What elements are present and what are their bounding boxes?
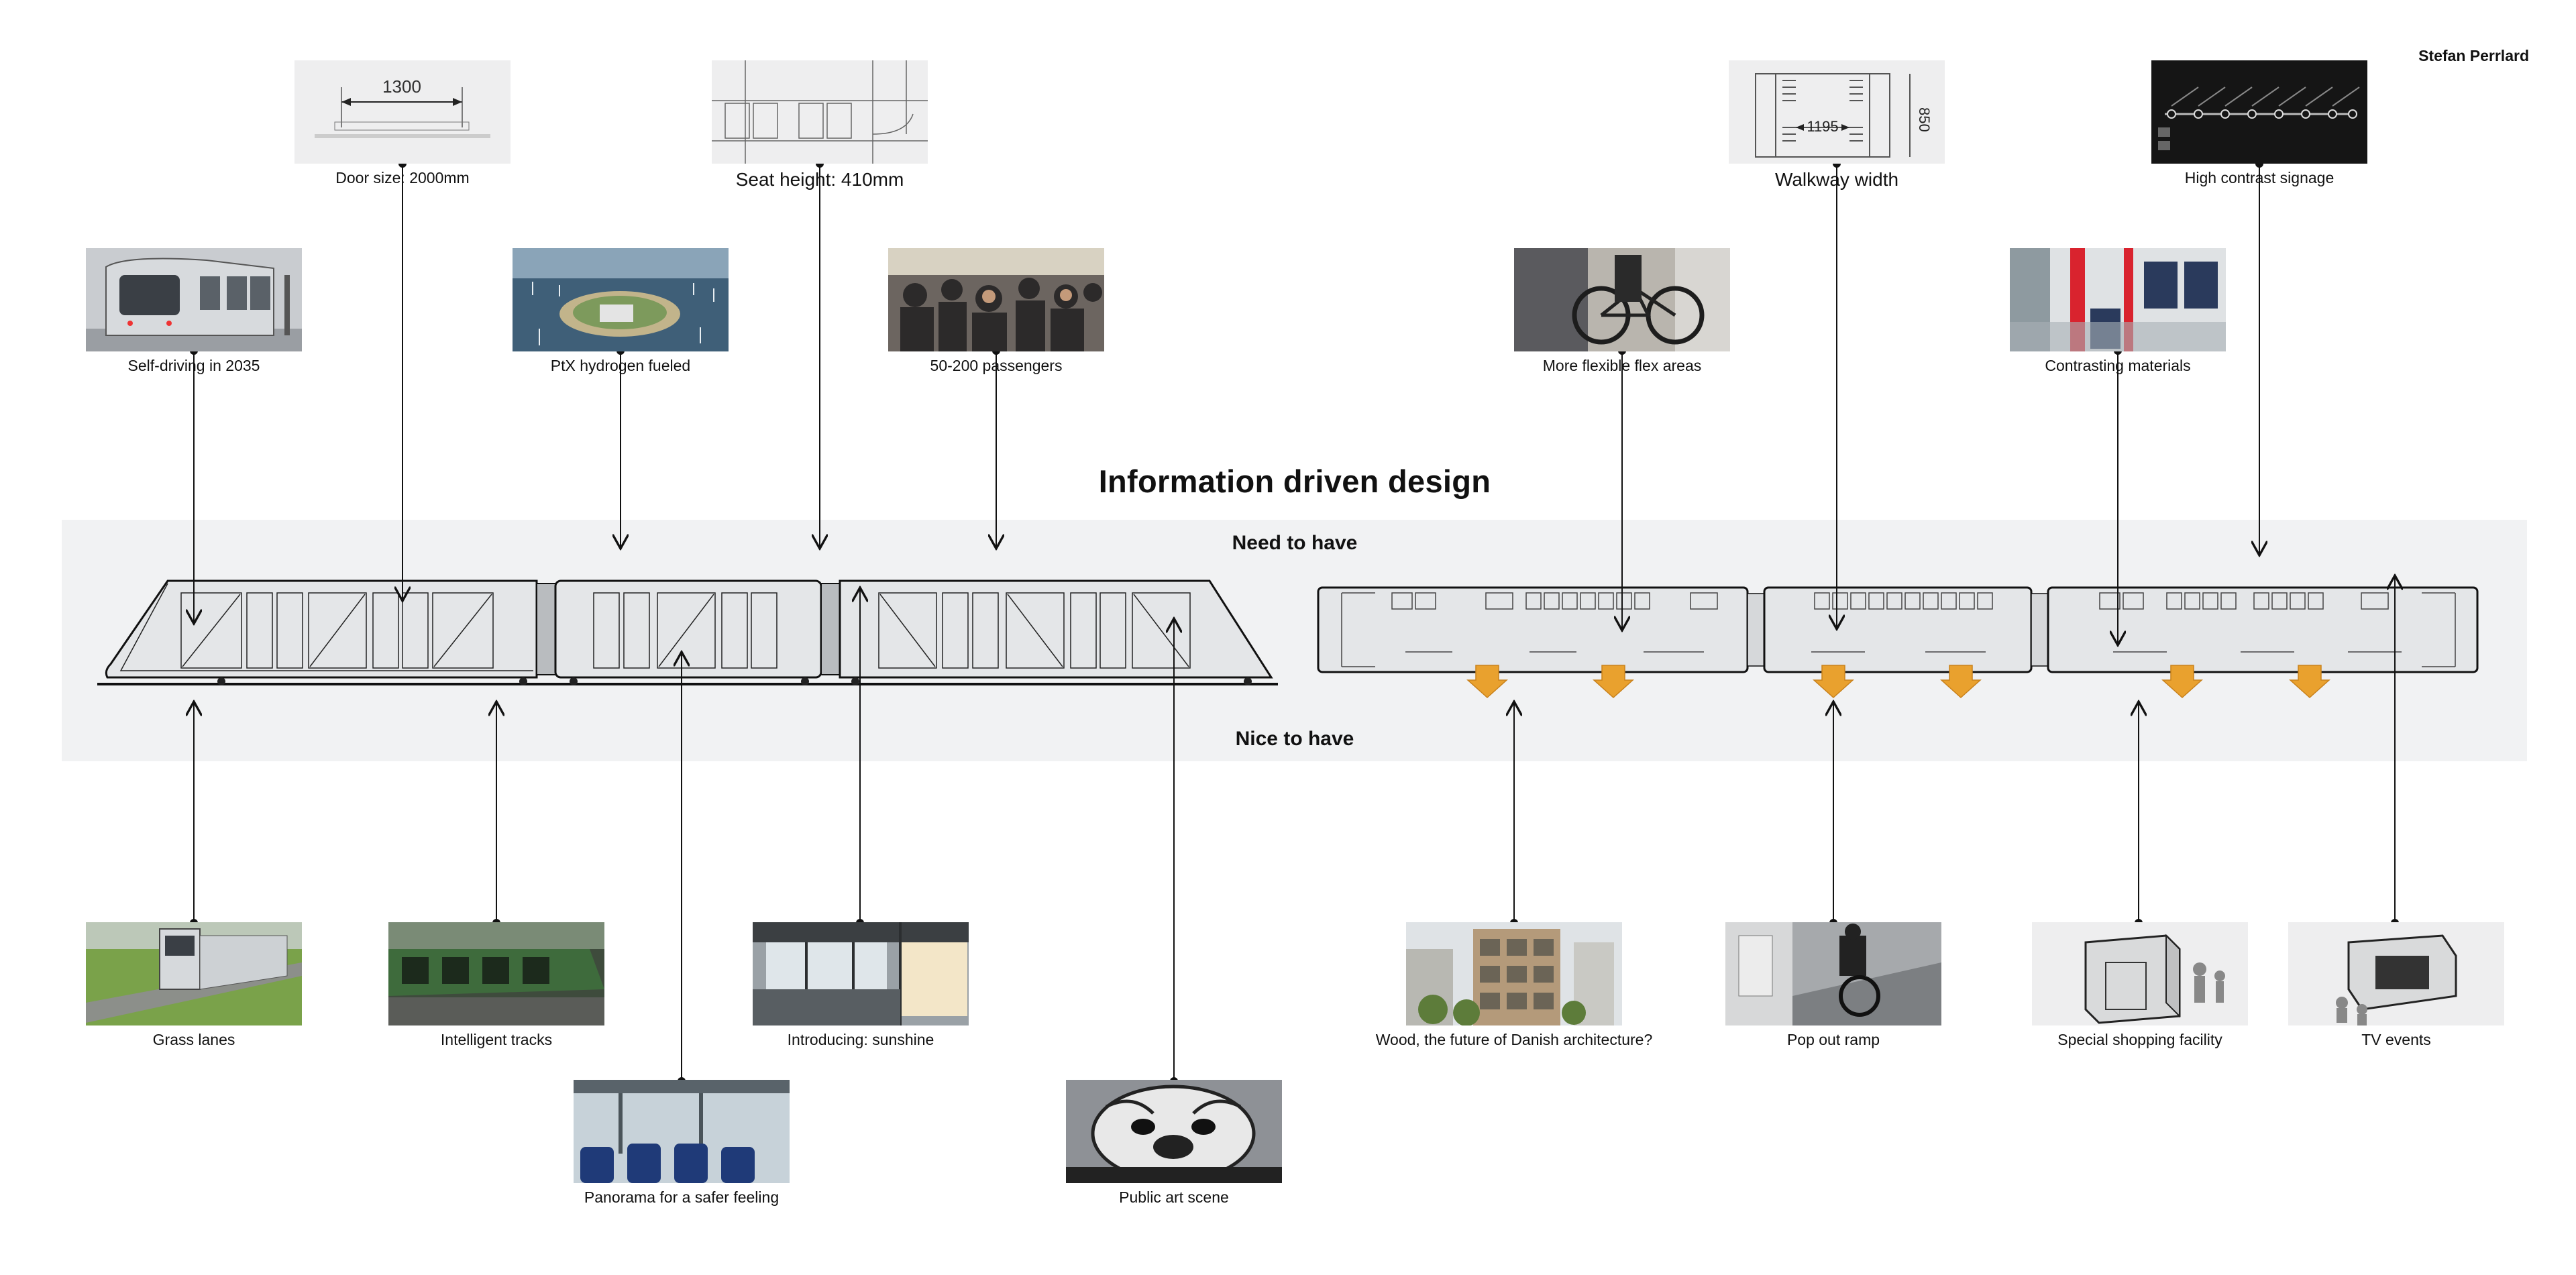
tv-module-drawing-icon: [2288, 922, 2504, 1025]
bicycle-photo-icon: [1514, 248, 1730, 351]
walkway-dimension-label: 1195: [1807, 118, 1838, 135]
signage-photo-icon: [2151, 60, 2367, 164]
card-label: Wood, the future of Danish architecture?: [1375, 1031, 1653, 1048]
card-contrasting-materials: Contrasting materials: [2010, 248, 2226, 375]
card-public-art: Public art scene: [1066, 1080, 1282, 1207]
train-photo-icon: [86, 248, 302, 351]
need-to-have-label: Need to have: [1232, 532, 1358, 554]
grass-tram-photo-icon: [86, 922, 302, 1025]
tram-plan-view: [1317, 586, 2479, 673]
page-title: Information driven design: [1098, 463, 1491, 499]
card-label: High contrast signage: [2184, 169, 2334, 186]
card-label: Pop out ramp: [1786, 1031, 1880, 1048]
card-tv-events: TV events: [2288, 922, 2504, 1049]
card-flex-areas: More flexible flex areas: [1514, 248, 1730, 375]
energy-island-photo-icon: [513, 248, 729, 351]
card-label: PtX hydrogen fueled: [550, 357, 691, 374]
card-label: Door size: 2000mm: [335, 169, 470, 186]
door-drawing-icon: 1300: [294, 60, 511, 164]
panorama-photo-icon: [574, 1080, 790, 1183]
card-intelligent-tracks: Intelligent tracks: [388, 922, 604, 1049]
card-label: Intelligent tracks: [440, 1031, 553, 1048]
walkway-height-label: 850: [1916, 107, 1933, 132]
card-shopping-facility: Special shopping facility: [2032, 922, 2248, 1049]
green-tram-photo-icon: [388, 922, 604, 1025]
card-passengers: 50-200 passengers: [888, 248, 1104, 375]
wood-building-photo-icon: [1406, 922, 1622, 1025]
walkway-drawing-icon: 1195 850: [1729, 60, 1945, 164]
card-label: TV events: [2361, 1031, 2431, 1048]
card-door-size: 1300 Door size: 2000mm: [294, 60, 511, 187]
sunshine-photo-icon: [753, 922, 969, 1025]
door-dimension-label: 1300: [382, 76, 421, 97]
bulldog-mural-photo-icon: [1066, 1080, 1282, 1183]
card-label: More flexible flex areas: [1542, 357, 1702, 374]
card-label: Seat height: 410mm: [735, 169, 904, 190]
seats-photo-icon: [2010, 248, 2226, 351]
card-wood-architecture: Wood, the future of Danish architecture?: [1376, 922, 1652, 1049]
card-grass-lanes: Grass lanes: [86, 922, 302, 1049]
card-label: Panorama for a safer feeling: [584, 1188, 780, 1206]
ramp-photo-icon: [1725, 922, 1941, 1025]
passengers-photo-icon: [888, 248, 1104, 351]
door-arrows: [1466, 665, 2330, 699]
shop-module-drawing-icon: [2032, 922, 2248, 1025]
card-panorama: Panorama for a safer feeling: [574, 1080, 790, 1207]
card-label: Introducing: sunshine: [787, 1031, 934, 1048]
card-walkway-width: 1195 850 Walkway width: [1729, 60, 1945, 190]
need-connectors: [194, 165, 2259, 645]
card-self-driving: Self-driving in 2035: [86, 248, 302, 375]
tram-side-view: [97, 579, 1278, 685]
card-high-contrast-signage: High contrast signage: [2151, 60, 2367, 187]
card-label: Self-driving in 2035: [127, 357, 260, 374]
card-seat-height: Seat height: 410mm: [712, 60, 928, 190]
card-label: Contrasting materials: [2045, 357, 2191, 374]
seat-drawing-icon: [712, 60, 928, 164]
nice-to-have-label: Nice to have: [1235, 728, 1354, 750]
card-label: 50-200 passengers: [930, 357, 1063, 374]
card-ptx-hydrogen: PtX hydrogen fueled: [513, 248, 729, 375]
nice-connectors: [194, 575, 2395, 1080]
card-sunshine: Introducing: sunshine: [753, 922, 969, 1049]
card-label: Public art scene: [1119, 1188, 1229, 1206]
card-pop-out-ramp: Pop out ramp: [1725, 922, 1941, 1049]
card-label: Special shopping facility: [2057, 1031, 2222, 1048]
author-name: Stefan Perrlard: [2418, 47, 2529, 64]
card-label: Grass lanes: [152, 1031, 235, 1048]
card-label: Walkway width: [1774, 169, 1899, 190]
